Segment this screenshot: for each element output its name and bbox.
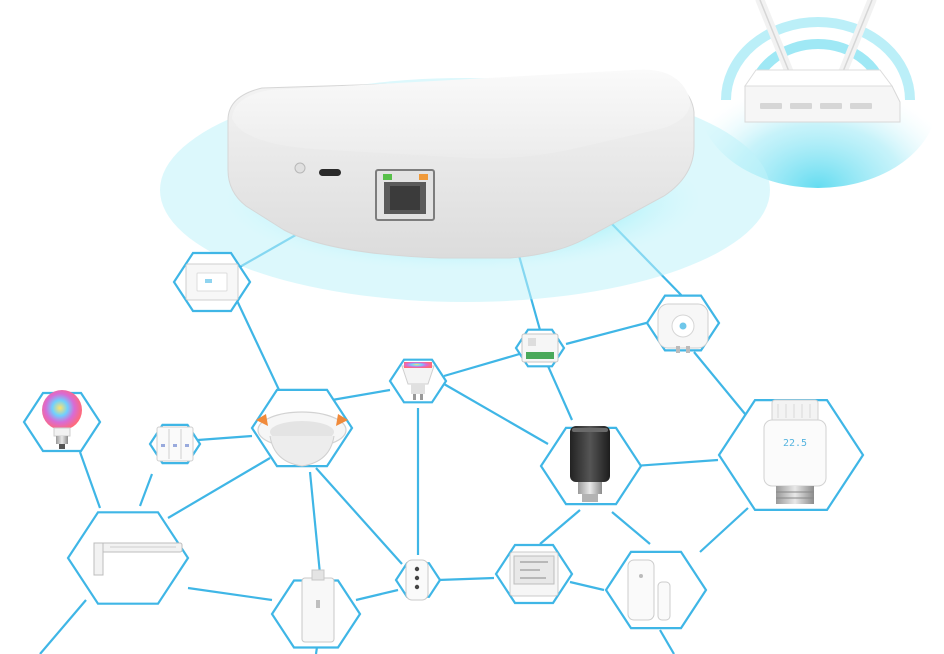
thermostat-valve-icon: 22.5 xyxy=(763,399,827,504)
hub-eth-led-green xyxy=(383,174,392,180)
door-sensor-icon xyxy=(627,559,671,621)
router-signal-arc xyxy=(721,17,915,101)
device-icons: 22.5 xyxy=(42,263,827,643)
curtain-motor-icon xyxy=(301,569,335,643)
curtain-rail-icon xyxy=(93,542,183,576)
hex-door-sensor xyxy=(604,550,708,630)
remote-icon xyxy=(405,559,429,601)
hex-curtain-rail xyxy=(66,511,190,605)
gu10-bulb-icon xyxy=(401,362,435,400)
relay-module-icon xyxy=(521,333,559,363)
triple-switch-icon xyxy=(156,426,194,462)
radiator-valve-icon xyxy=(570,426,610,502)
temperature-sensor-icon xyxy=(509,551,559,597)
hub-top xyxy=(232,69,691,159)
rgb-bulb-icon xyxy=(42,390,82,449)
downlight-icon xyxy=(256,411,348,467)
smart-plug-icon xyxy=(657,303,709,353)
thermostat-display: 22.5 xyxy=(783,438,807,449)
router-group xyxy=(698,0,938,188)
hub-eth-led-orange xyxy=(419,174,428,180)
wall-switch-icon xyxy=(185,263,239,301)
zigbee-hub xyxy=(227,69,695,259)
hub-button xyxy=(294,162,306,174)
device-hexes xyxy=(22,251,865,649)
hub-usb-port xyxy=(319,169,341,176)
